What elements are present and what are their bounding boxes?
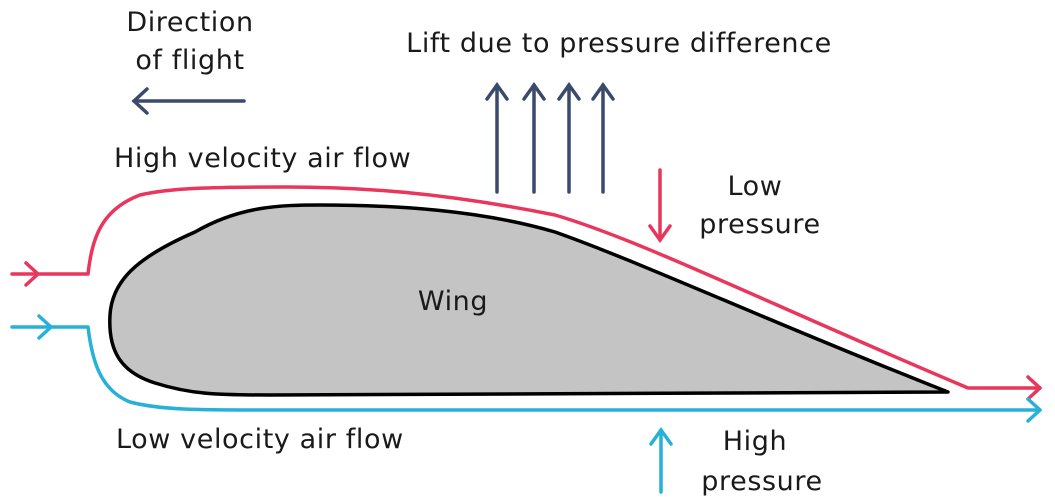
lift-arrow-1 bbox=[485, 81, 509, 194]
lower-outlet-arrowhead bbox=[1026, 397, 1042, 423]
lower-flow-line bbox=[10, 325, 1042, 412]
lift-arrow-3 bbox=[557, 81, 581, 194]
upper-air-flow bbox=[10, 185, 1042, 401]
low-pressure-label-line1: Low bbox=[728, 171, 783, 202]
lower-inlet-arrowhead bbox=[37, 314, 53, 340]
lift-label: Lift due to pressure difference bbox=[406, 28, 832, 59]
upper-inlet-arrowhead bbox=[24, 261, 40, 287]
lift-arrow-2 bbox=[522, 81, 546, 194]
lower-air-flow bbox=[10, 314, 1042, 423]
low-velocity-label: Low velocity air flow bbox=[116, 424, 404, 455]
high-pressure-arrow bbox=[649, 426, 673, 494]
high-pressure-label-line2: pressure bbox=[701, 466, 822, 497]
direction-label-line1: Direction bbox=[126, 7, 253, 38]
wing-label: Wing bbox=[418, 286, 488, 317]
lift-arrow-4 bbox=[591, 81, 615, 194]
direction-of-flight-arrow bbox=[131, 87, 246, 115]
high-velocity-label: High velocity air flow bbox=[114, 143, 411, 174]
upper-outlet-arrowhead bbox=[1026, 375, 1042, 401]
direction-label-line2: of flight bbox=[135, 45, 244, 76]
upper-flow-line bbox=[10, 185, 1042, 390]
lift-arrows bbox=[485, 81, 615, 194]
wing-airfoil bbox=[108, 203, 950, 397]
low-pressure-arrow bbox=[648, 168, 672, 244]
low-pressure-label-line2: pressure bbox=[699, 209, 820, 240]
high-pressure-label-line1: High bbox=[723, 426, 787, 457]
